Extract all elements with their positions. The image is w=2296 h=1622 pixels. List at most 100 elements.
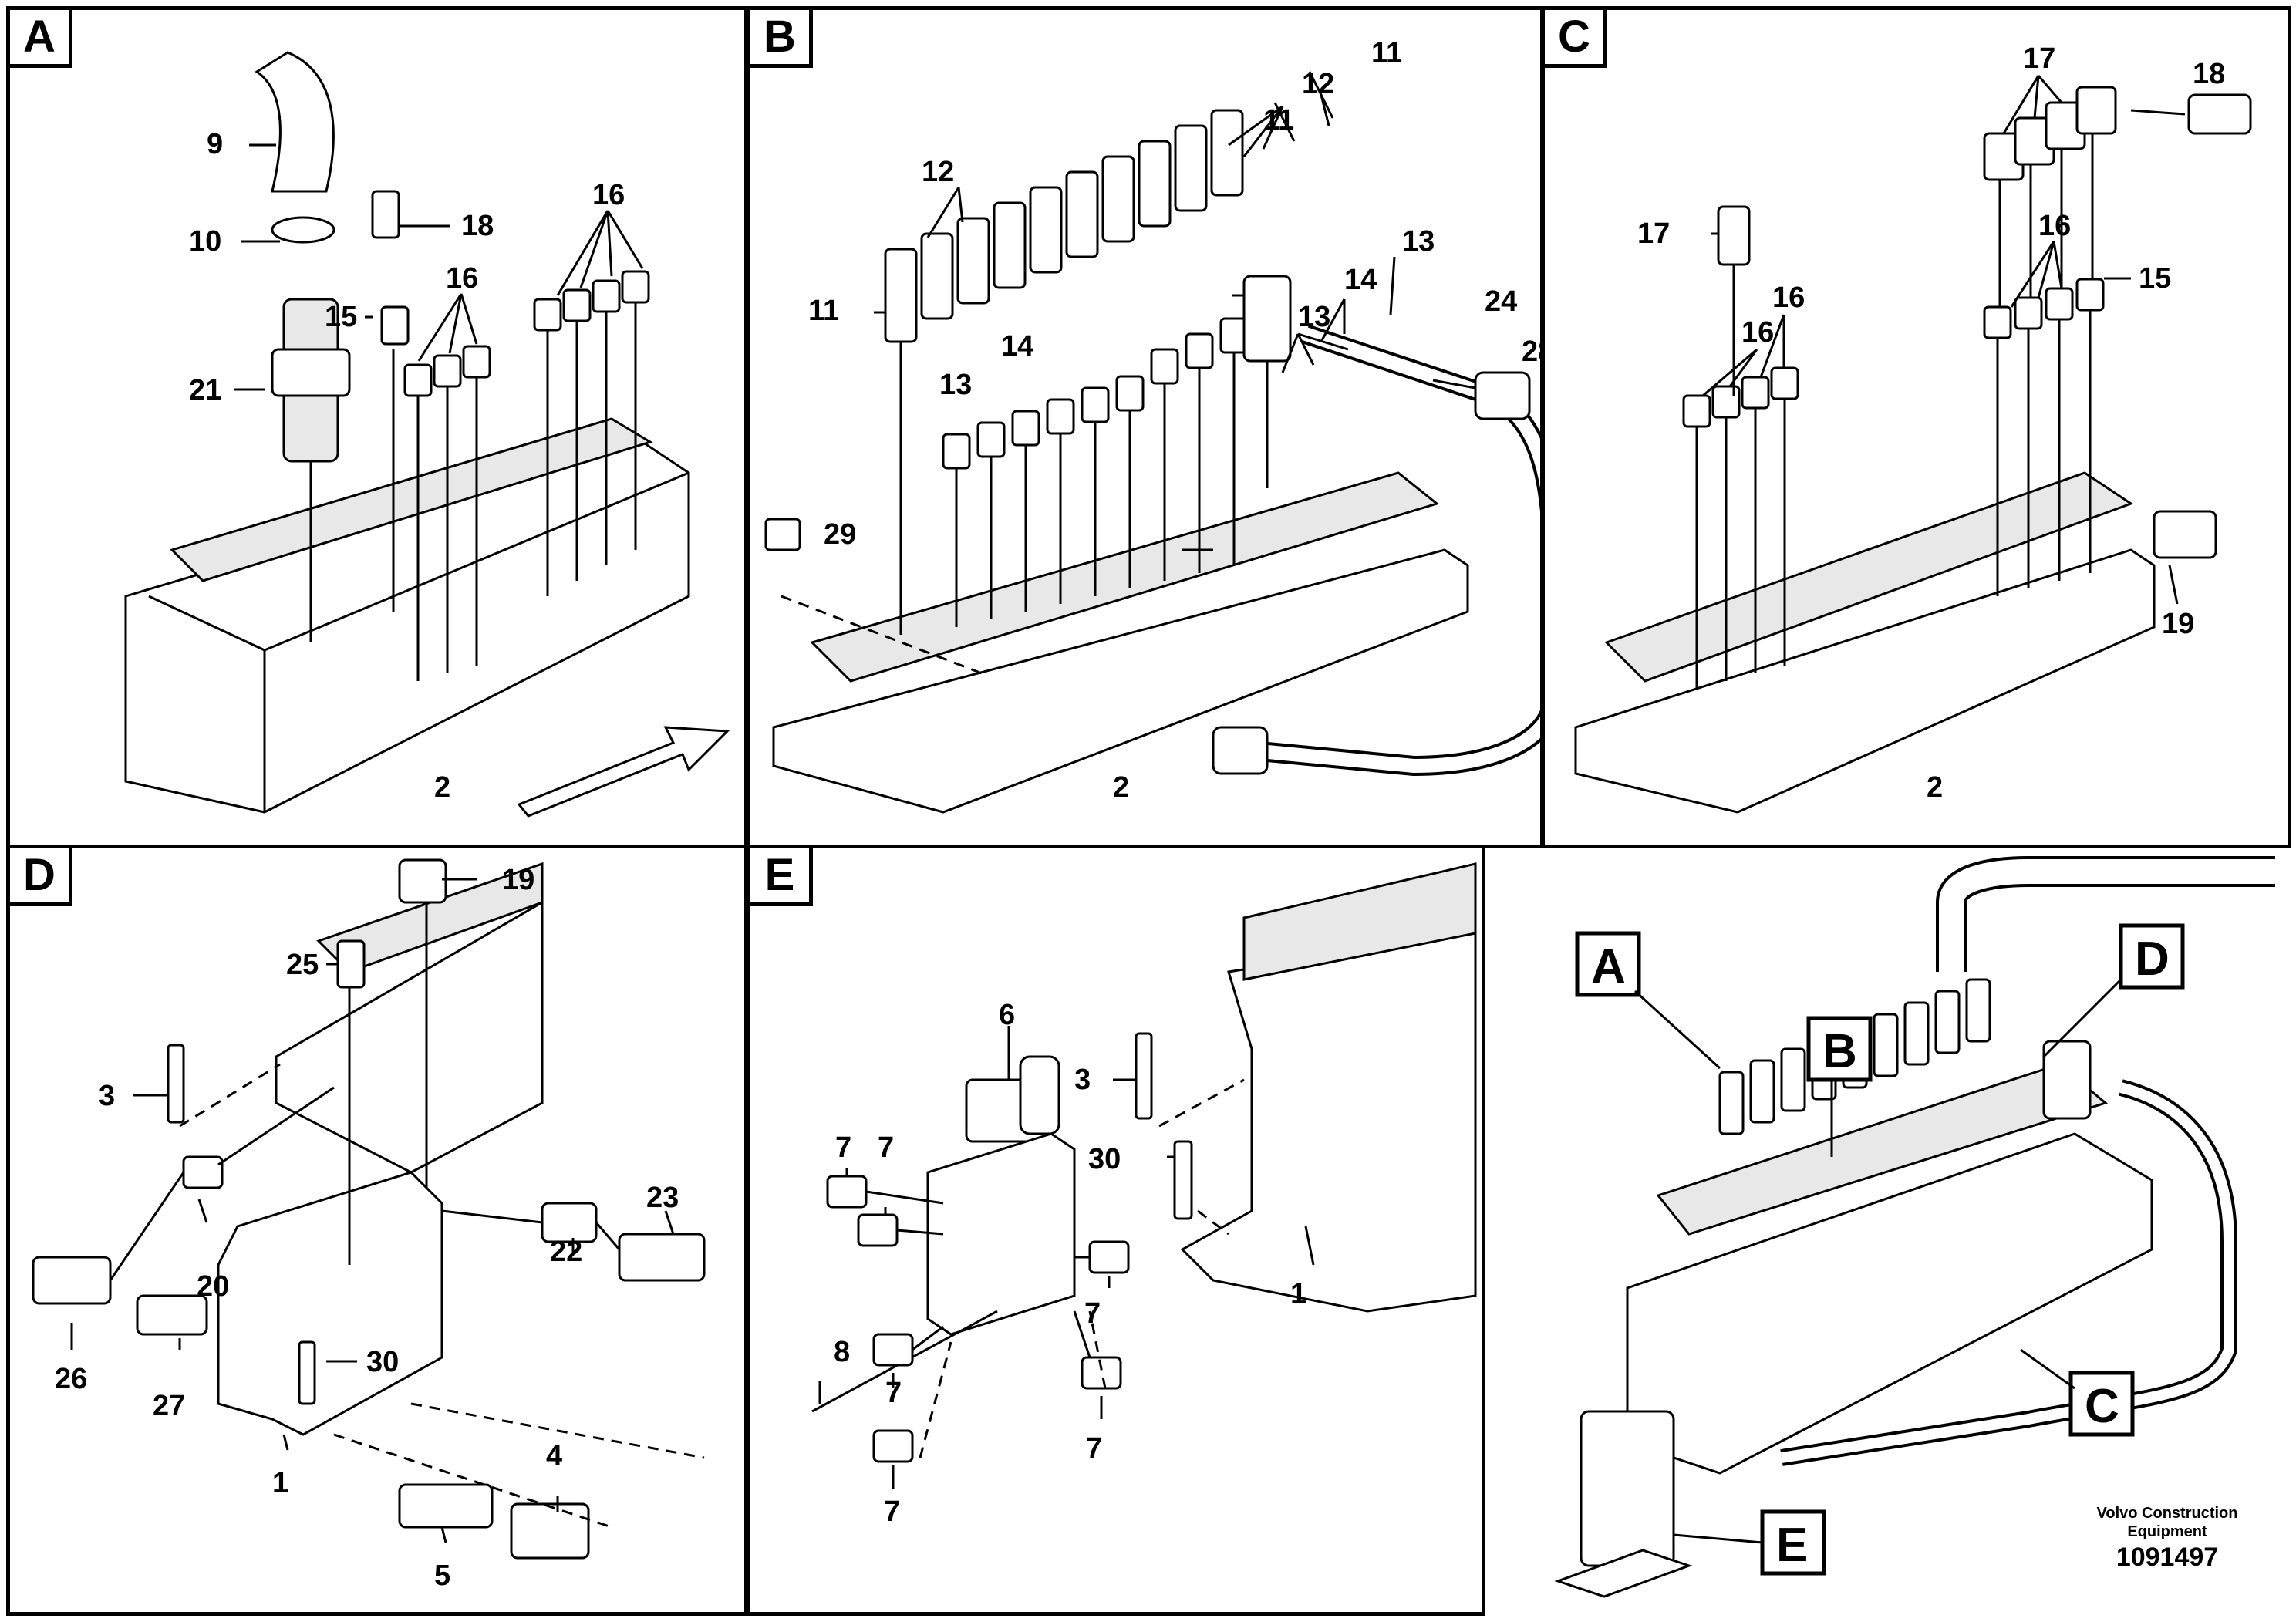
panel-e-drawing: 6 3 7 7 30 8 7 7 7 7 1	[811, 862, 1477, 1528]
callout-a-21: 21	[189, 374, 221, 406]
callout-b-11-top: 11	[1371, 37, 1402, 69]
fitting-18-part	[2187, 93, 2252, 135]
bracket-part	[217, 1171, 443, 1436]
fitting-23-part	[618, 1233, 706, 1282]
callout-d-5: 5	[434, 1560, 450, 1592]
callout-e-7-e: 7	[1086, 1432, 1102, 1465]
panel-d-drawing: 19 25 3 22 23 20 30 26 27 1 4 5	[32, 858, 706, 1592]
callout-c-18: 18	[2193, 58, 2225, 90]
callout-a-10: 10	[189, 225, 221, 258]
callout-a-2: 2	[434, 771, 450, 804]
callout-a-16-left: 16	[446, 262, 478, 295]
valve-block-part	[772, 548, 1469, 814]
callout-b-24: 24	[1485, 285, 1517, 318]
fitting-4-part	[510, 1502, 590, 1560]
panel-c-drawing: 17 18 17 16 15 16 16 19 2	[1574, 42, 2252, 814]
panel-b-label: B	[750, 10, 813, 68]
panel-b-drawing: 11 12 11 12 11 13 14 13 11 24 28 14 13 2…	[764, 37, 1563, 814]
callout-b-13-mid: 13	[1298, 301, 1330, 333]
callout-c-2: 2	[1927, 771, 1943, 804]
callout-d-1: 1	[272, 1467, 288, 1499]
panel-e-label: E	[750, 848, 813, 906]
overview-label-c: C	[2085, 1380, 2119, 1433]
plug-part	[764, 518, 801, 551]
callout-e-7-d: 7	[885, 1377, 902, 1409]
overview-solenoid-valve	[1580, 1410, 1675, 1567]
panel-a-drawing: 9 10 18 15 16 16 21 2	[124, 51, 730, 818]
cartridge-valves-row	[884, 109, 1244, 343]
callout-d-25: 25	[286, 949, 319, 981]
panel-d-label: D	[10, 848, 72, 906]
tee-fitting-part	[1242, 275, 1292, 363]
valve-block-part	[1574, 548, 2156, 814]
overview-drawing: A B C D E	[1554, 856, 2275, 1598]
bolt-30-part	[1173, 1140, 1193, 1220]
fitting-27-part	[136, 1294, 208, 1336]
callout-e-1: 1	[1290, 1278, 1306, 1310]
hose-part	[255, 51, 335, 193]
brand-block: Volvo Construction Equipment 1091497	[2059, 1504, 2275, 1573]
callout-d-23: 23	[646, 1182, 679, 1214]
bolt-30-part	[298, 1340, 316, 1405]
callout-b-11-mid: 11	[1263, 104, 1294, 137]
callout-c-16-mid: 16	[1772, 282, 1805, 314]
sensor-5-part	[398, 1483, 494, 1529]
bolt-3-part	[167, 1044, 185, 1124]
callout-b-14-right: 14	[1344, 264, 1377, 296]
callout-e-30: 30	[1088, 1143, 1121, 1175]
overview-label-b: B	[1822, 1025, 1857, 1078]
callout-c-16-left: 16	[1741, 316, 1774, 349]
callout-d-27: 27	[153, 1390, 185, 1422]
fittings-16-right	[533, 270, 650, 332]
fitting-20-part	[182, 1155, 224, 1189]
callout-e-7-c: 7	[1084, 1297, 1101, 1330]
callout-d-26: 26	[55, 1363, 87, 1395]
callout-d-3: 3	[99, 1080, 115, 1112]
brand-line-2: Equipment	[2127, 1523, 2207, 1540]
tube-nut-bottom	[1212, 726, 1269, 775]
callout-b-12-top: 12	[1302, 68, 1334, 100]
callout-e-3: 3	[1074, 1064, 1091, 1096]
callout-b-2: 2	[1113, 771, 1129, 804]
fitting-26-part	[32, 1256, 112, 1305]
callout-b-29: 29	[824, 518, 856, 551]
overview-label-d: D	[2135, 932, 2170, 986]
panel-d: D 19 25 3 22 23 20 30 26 2	[6, 845, 748, 1616]
callout-c-19: 19	[2162, 608, 2194, 640]
brand-line-1: Volvo Construction	[2096, 1505, 2238, 1522]
elbow-fittings-17	[1717, 86, 2117, 266]
callout-b-11-left: 11	[808, 295, 839, 327]
callout-b-28: 28	[1522, 336, 1540, 368]
callout-e-7-b: 7	[878, 1131, 894, 1164]
fitting-15-part	[380, 305, 410, 346]
overview-panel: A B C D E	[1489, 856, 2291, 1616]
bolt-3-part	[1135, 1032, 1153, 1120]
callout-a-16-right: 16	[592, 179, 625, 211]
callout-c-17-left: 17	[1637, 218, 1670, 250]
tube-nut-top	[1474, 371, 1531, 420]
clamp-part	[271, 216, 335, 244]
elbow-19-part	[2153, 510, 2217, 559]
elbow-19-part	[398, 858, 447, 904]
callout-c-17-top: 17	[2023, 42, 2055, 75]
callout-e-7-f: 7	[884, 1496, 900, 1528]
bracket-part	[1180, 932, 1477, 1313]
callout-b-13-right: 13	[1402, 225, 1435, 258]
callout-e-7-a: 7	[835, 1131, 851, 1164]
callout-b-14-left: 14	[1001, 330, 1033, 363]
callout-a-15: 15	[325, 301, 357, 333]
overview-box-b	[1806, 1016, 1873, 1082]
callout-d-19: 19	[502, 864, 534, 896]
panel-a: A 9 10	[6, 6, 748, 848]
panel-c-label: C	[1545, 10, 1607, 68]
overview-box-d	[2119, 923, 2185, 990]
fittings-16-15	[1682, 278, 2105, 428]
callout-d-20: 20	[197, 1270, 229, 1303]
callout-b-13-left: 13	[939, 369, 972, 401]
overview-label-e: E	[1776, 1519, 1808, 1572]
callout-a-9: 9	[207, 128, 223, 160]
panel-b: B	[747, 6, 1563, 848]
fittings-16-left	[403, 345, 491, 397]
drawing-number: 1091497	[2116, 1543, 2219, 1572]
overview-box-e	[1760, 1509, 1826, 1576]
